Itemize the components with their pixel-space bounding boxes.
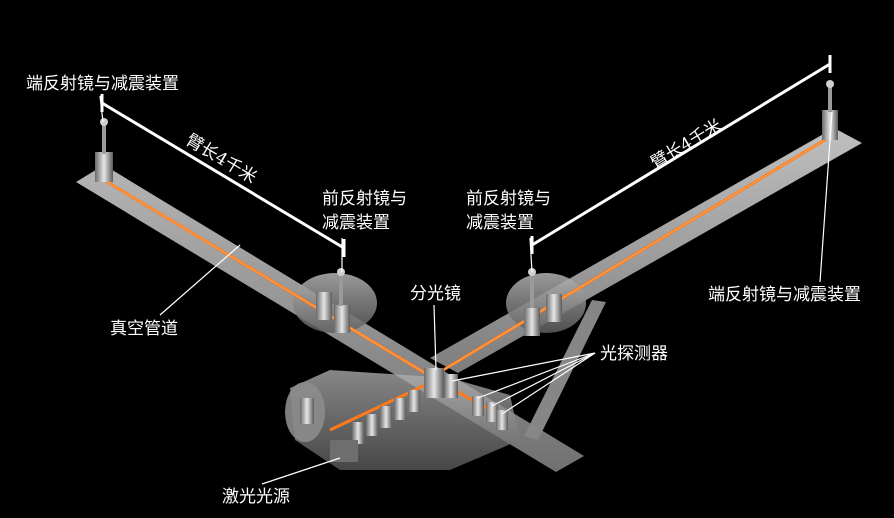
photodetector-label: 光探测器 bbox=[600, 344, 668, 364]
beam-splitter-label: 分光镜 bbox=[410, 284, 461, 304]
end-mirror-right-unit bbox=[822, 80, 838, 140]
laser-source-optics bbox=[300, 390, 420, 444]
leader-lines bbox=[99, 95, 833, 485]
arm-length-right-dimension bbox=[530, 55, 832, 254]
photodetector-units bbox=[472, 396, 508, 430]
laser-source-box bbox=[330, 440, 358, 462]
front-mirror-left-label-line1: 前反射镜与 bbox=[322, 189, 407, 209]
front-mirror-hall-left bbox=[293, 273, 377, 333]
front-mirror-left-unit bbox=[316, 268, 350, 333]
front-mirror-right-label-line2: 减震装置 bbox=[466, 213, 534, 233]
tube-support bbox=[524, 300, 606, 440]
front-mirror-left-label-line2: 减震装置 bbox=[322, 213, 390, 233]
front-mirror-right-unit bbox=[524, 268, 562, 336]
laser-beam-input bbox=[329, 376, 441, 432]
arm-length-left-dimension bbox=[100, 94, 346, 257]
beam-splitter-unit bbox=[424, 368, 458, 398]
laser-beam-right-glow bbox=[439, 137, 829, 373]
end-mirror-left-label: 端反射镜与减震装置 bbox=[26, 74, 179, 94]
end-mirror-right-label: 端反射镜与减震装置 bbox=[708, 285, 861, 305]
end-mirror-left-unit bbox=[95, 118, 113, 182]
laser-source-label: 激光光源 bbox=[222, 487, 290, 507]
vacuum-tube-label: 真空管道 bbox=[110, 319, 178, 339]
laser-beam-left-glow bbox=[103, 179, 441, 383]
vacuum-tube-right-arm bbox=[430, 128, 862, 373]
front-mirror-right-label-line1: 前反射镜与 bbox=[466, 189, 551, 209]
